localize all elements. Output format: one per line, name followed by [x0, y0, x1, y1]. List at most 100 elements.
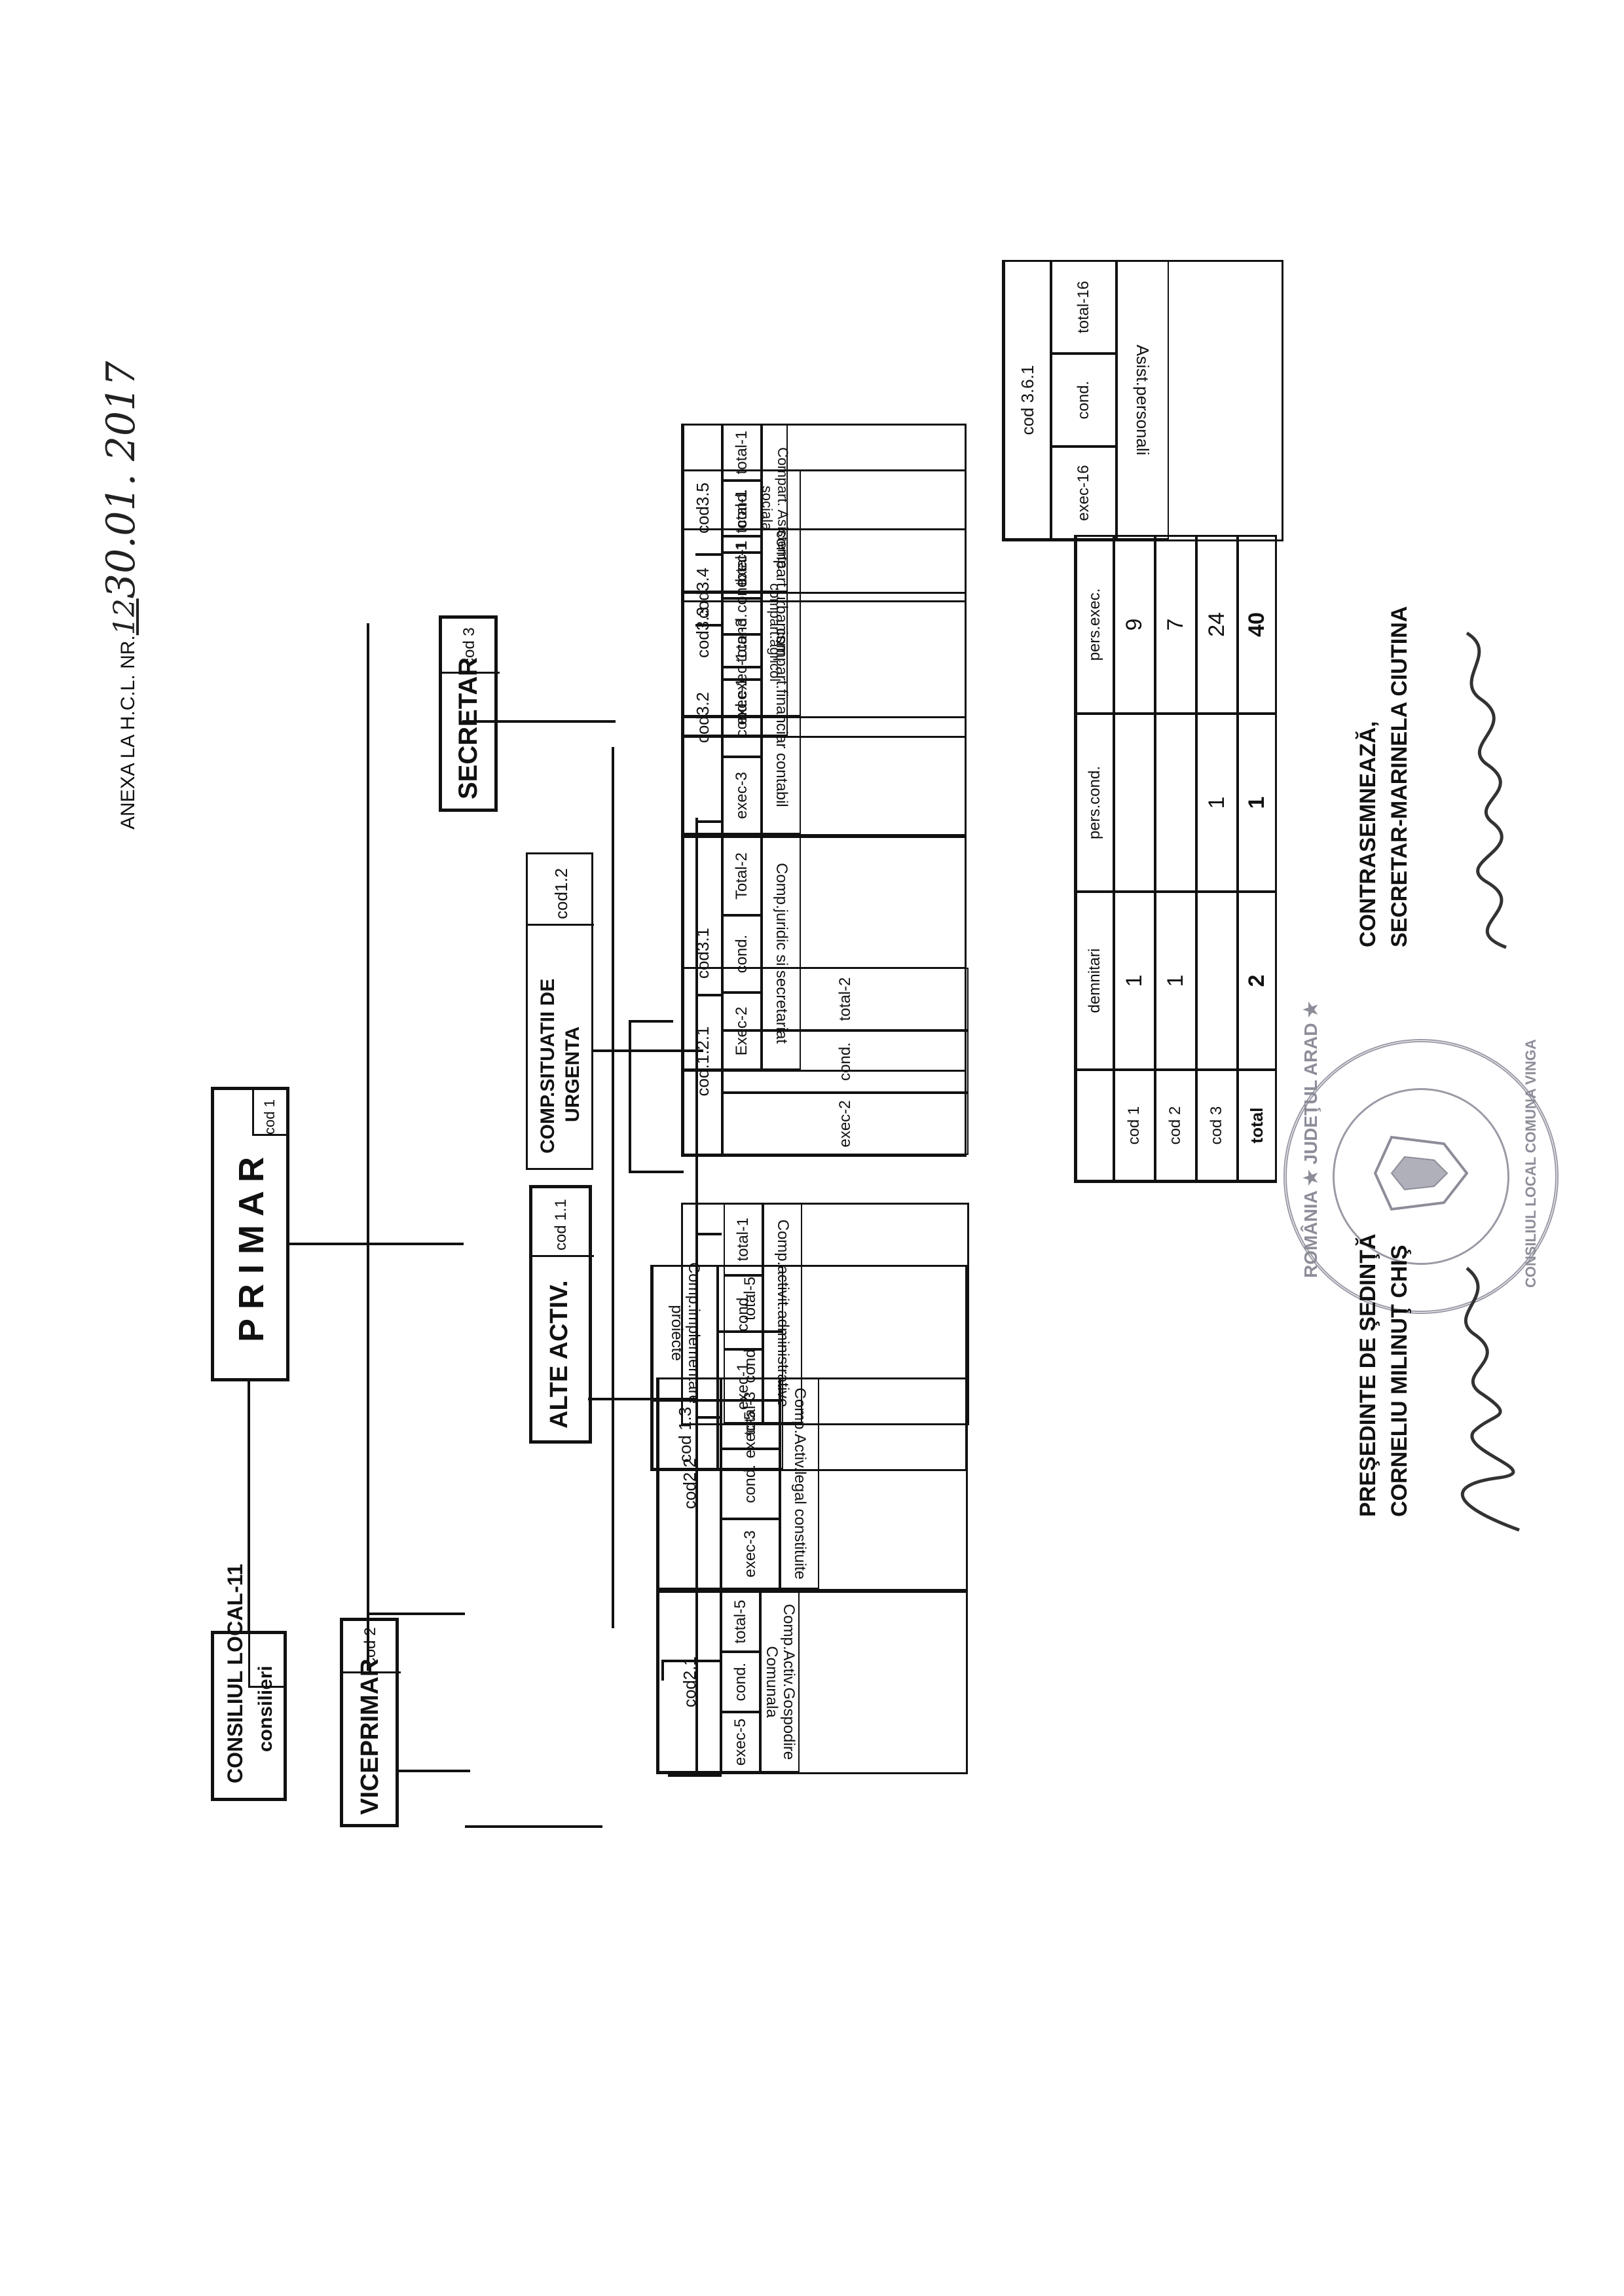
unit-exec: exec-3 [721, 1519, 780, 1589]
president-name: CORNELIU MILINUŢ CHIŞ [1387, 1245, 1412, 1517]
summary-row-label: cod 3 [1196, 1070, 1238, 1181]
coat-of-arms-icon [1373, 1135, 1469, 1211]
alte-activ-title: ALTE ACTIV. [545, 1280, 573, 1429]
summary-table: demnitari pers.cond. pers.exec. cod 1 1 … [1074, 535, 1277, 1183]
unit-name: Asist.personali [1116, 261, 1169, 539]
primar-box: P R I M A R cod 1 [211, 1087, 289, 1381]
comp-situatii-code: cod1.2 [551, 867, 571, 919]
unit-cod3-1: cod3.1 Exec-2 cond. Total-2 Comp.juridic… [681, 836, 967, 1072]
unit-exec: exec-1 [722, 634, 762, 716]
president-signature-icon [1460, 1267, 1520, 1532]
unit-exec: exec-3 [722, 757, 762, 834]
secretar-title: SECRETAR [454, 657, 483, 799]
alte-activ-code: cod 1.1 [552, 1199, 570, 1250]
official-stamp: ROMÂNIA ★ JUDEŢUL ARAD ★ CONSILIUL LOCAL… [1283, 1001, 1559, 1314]
unit-code: cod2.1 [658, 1592, 721, 1772]
unit-exec: exec-5 [721, 1712, 760, 1772]
unit-total: total-16 [1051, 261, 1116, 354]
summary-cell: 2 [1238, 892, 1276, 1070]
unit-exec: exec-1 [722, 536, 762, 592]
secretary-signature-icon [1466, 631, 1507, 949]
connector [462, 720, 616, 723]
connector [367, 623, 369, 1671]
unit-cond: cond. [722, 915, 762, 993]
secretar-box: SECRETAR cod 3 [439, 615, 500, 812]
primar-title: P R I M A R [232, 1156, 271, 1342]
summary-header: pers.cond. [1076, 714, 1114, 892]
viceprimar-code: cod 2 [361, 1627, 379, 1666]
unit-total: Total-2 [722, 837, 762, 915]
consiliu-local-title: CONSILIUL LOCAL-11 [223, 1563, 247, 1783]
secretar-code: cod 3 [460, 627, 478, 666]
summary-cell: 7 [1155, 536, 1196, 714]
unit-cod2-1: cod2.1 exec-5 cond. total-5 Comp.Activ.G… [656, 1591, 968, 1774]
unit-code: cod3.5 [683, 424, 722, 592]
connector [629, 1020, 631, 1173]
unit-name: Comp.Activ.Gospodire Comunala [760, 1592, 800, 1772]
annex-date: 30.01. 2017 [98, 361, 144, 599]
annex-number: 12 [108, 598, 141, 636]
unit-exec: Exec-2 [722, 993, 762, 1070]
connector [367, 1613, 465, 1615]
annex-header: ANEXA LA H.C.L. NR.1230.01. 2017 [98, 361, 144, 829]
connector [629, 1171, 684, 1173]
summary-cell [1155, 714, 1196, 892]
summary-cell: 1 [1155, 892, 1196, 1070]
connector [398, 1770, 470, 1772]
comp-situatii-line1: COMP.SITUATII DE [537, 978, 559, 1154]
unit-code: cod3.1 [683, 837, 722, 1070]
consiliu-local-box: CONSILIUL LOCAL-11 consilieri [211, 1564, 287, 1801]
summary-cell: 9 [1114, 536, 1155, 714]
summary-cell: 40 [1238, 536, 1276, 714]
primar-code: cod 1 [261, 1099, 278, 1135]
summary-header: demnitari [1076, 892, 1114, 1070]
unit-cond: cond. [722, 481, 762, 536]
connector [612, 747, 614, 1628]
summary-row-label: total [1238, 1070, 1276, 1181]
unit-exec: exec-16 [1051, 446, 1116, 539]
connector [668, 1774, 722, 1777]
unit-exec: exec-1 [724, 1349, 763, 1423]
unit-name: Comp.juridic si secretariat [762, 837, 801, 1070]
alte-activ-box: ALTE ACTIV. cod 1.1 [529, 1185, 594, 1444]
unit-cond: cond. [721, 1652, 760, 1712]
unit-cod3-5: cod3.5 exec-1 cond. total-1 Compart. Asi… [681, 424, 967, 594]
unit-total: total-1 [724, 1203, 763, 1275]
summary-cell [1114, 714, 1155, 892]
unit-name: Comp.activit.administrative [763, 1203, 802, 1423]
unit-name: Compart. Asistenta sociala [759, 424, 791, 592]
connector [289, 1243, 464, 1245]
unit-name-line1: Comp.Activ.Gospodire [780, 1603, 798, 1760]
viceprimar-box: VICEPRIMAR cod 2 [340, 1618, 401, 1827]
connector [629, 1020, 673, 1023]
unit-total: total-1 [722, 424, 762, 481]
summary-cell: 1 [1114, 892, 1155, 1070]
summary-row-label: cod 2 [1155, 1070, 1196, 1181]
unit-exec: exec-2 [722, 1093, 969, 1155]
comp-situatii-line2: URGENTA [562, 1026, 583, 1122]
summary-header: pers.exec. [1076, 536, 1114, 714]
comp-situatii-box: COMP.SITUATII DE URGENTA cod1.2 [526, 852, 594, 1170]
summary-cell: 1 [1196, 714, 1238, 892]
connector [465, 1825, 602, 1828]
secretary-name: SECRETAR-MARINELA CIUTINA [1387, 606, 1412, 947]
unit-code: cod 3.6.1 [1004, 261, 1051, 539]
unit-name-line2: Comunala [763, 1646, 781, 1718]
summary-cell: 24 [1196, 536, 1238, 714]
connector [248, 1381, 250, 1631]
unit-total: total-5 [721, 1592, 760, 1652]
summary-cell [1196, 892, 1238, 1070]
unit-cond: cond. [724, 1275, 763, 1349]
summary-cell: 1 [1238, 714, 1276, 892]
unit-cod3-6-1: cod 3.6.1 exec-16 cond. total-16 Asist.p… [1002, 260, 1283, 541]
annex-prefix: ANEXA LA H.C.L. NR. [117, 635, 139, 829]
viceprimar-title: VICEPRIMAR [356, 1658, 384, 1815]
president-title: PREŞEDINTE DE ŞEDINŢĂ [1356, 1233, 1380, 1517]
countersign-title: CONTRASEMNEAZĂ, [1356, 721, 1380, 947]
stamp-outer-text: ROMÂNIA ★ JUDEŢUL ARAD ★ [1301, 1001, 1321, 1278]
unit-cond: cond. [1051, 354, 1116, 446]
unit-cod1-1: exec-1 cond. total-1 Comp.activit.admini… [681, 1203, 969, 1425]
summary-corner [1076, 1070, 1114, 1181]
